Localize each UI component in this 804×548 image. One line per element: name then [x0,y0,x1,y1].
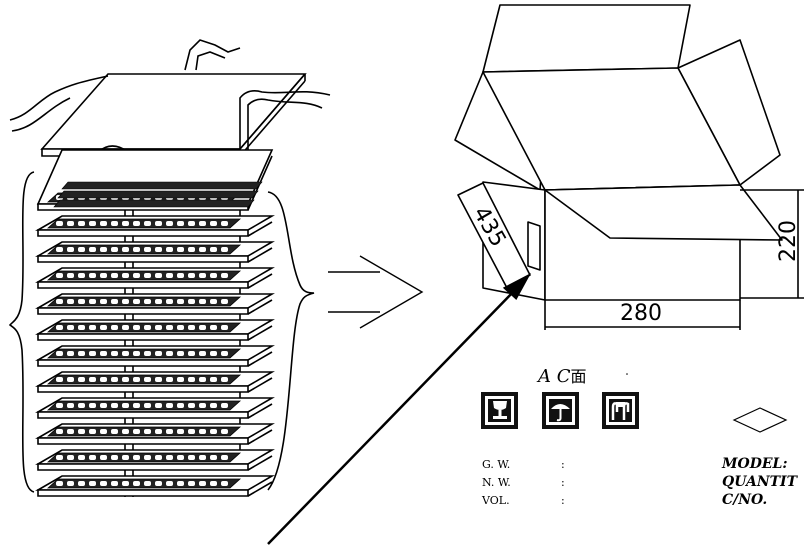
tray-layer [35,371,275,393]
weight-labels: G. W. : N. W. : VOL. : [481,458,565,507]
quantity-label: QUANTIT [722,474,799,490]
gross-weight-label: G. W. [482,458,510,471]
tray-layer [35,397,275,419]
carton-number-label: C/NO. [722,492,767,508]
model-block: MODEL: QUANTIT C/NO. [721,456,799,508]
tray-layer [35,215,275,237]
tray-layer [35,293,275,315]
carton-box [454,4,804,330]
handle-with-care-icon [602,392,639,429]
tray-stack [8,39,331,497]
tray-layer [35,267,275,289]
left-brace [8,171,35,493]
net-weight-colon: : [561,476,565,489]
tray-layer [35,475,275,497]
tray-layer [35,241,275,263]
face-suffix: 面 [571,367,587,386]
pointer-arrow [267,272,532,545]
tray-cell-row [53,199,255,208]
diamond-symbol-icon [732,407,788,433]
gross-weight-colon: : [561,458,565,471]
height-dimension: 220 [776,220,801,262]
volume-label: VOL. [481,494,510,507]
top-plate [40,73,307,150]
volume-colon: : [561,494,565,507]
keep-dry-umbrella-icon [542,392,579,429]
face-label: A C面 [536,366,587,387]
tray-layer [35,345,275,367]
tray-cell-row [61,181,263,190]
face-letters: A C [536,366,571,387]
tray-layer [35,423,275,445]
tray-layer [35,449,275,471]
fragile-glass-icon [481,392,518,429]
tray-cell-row [57,190,259,199]
right-brace [267,191,315,491]
model-label: MODEL: [721,456,788,472]
right-arrow [328,255,424,329]
net-weight-label: N. W. [482,476,511,489]
tray-layer [35,319,275,341]
width-dimension: 280 [620,301,662,326]
